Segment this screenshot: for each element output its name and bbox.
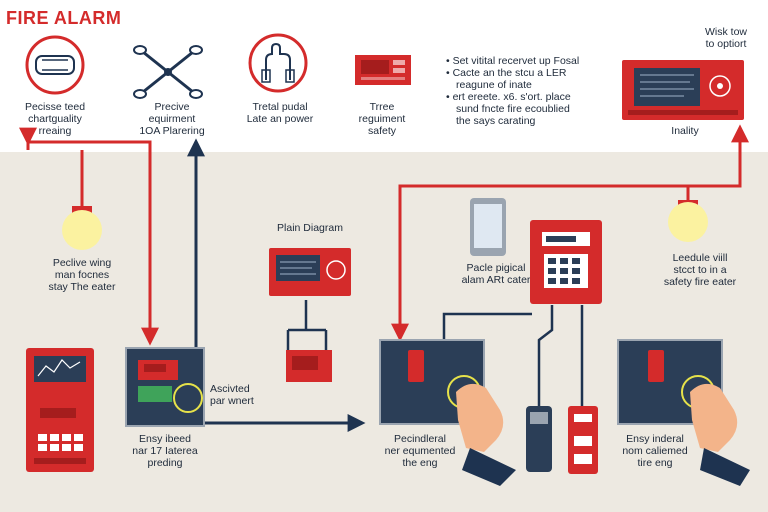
- caption-line: Pacle pigical: [466, 262, 526, 274]
- alarm-panel-icon: [355, 55, 411, 85]
- navy-connector-remote: [537, 305, 554, 408]
- caption-line: tire eng: [637, 457, 673, 469]
- panel-caption: Wisk tow to optiort: [690, 26, 762, 50]
- caption-line: the eng: [402, 457, 438, 469]
- caption-line: Late an power: [246, 113, 314, 125]
- caption-leedule-viill: Leedule viill stcct to in a safety fire …: [640, 252, 760, 288]
- caption-peclive-wing: Peclive wing man focnes stay The eater: [22, 257, 142, 293]
- lower-background: [0, 152, 768, 512]
- caption-trree-requirement: Trree reguiment safety: [340, 101, 424, 137]
- caption-line: alam ARt cater: [461, 274, 531, 286]
- caption-line: man focnes: [54, 269, 110, 281]
- panel-label: Inality: [671, 125, 699, 137]
- caption-tretal-pudal: Tretal pudal Late an power: [230, 101, 330, 125]
- caption-line: stcct to in a: [673, 264, 727, 276]
- caption-line: Peclive wing: [52, 257, 112, 269]
- caption-line: equirment: [148, 113, 196, 125]
- caption-line: Ensy inderal: [626, 433, 684, 445]
- hand-press-icon: [617, 339, 750, 486]
- caption-ensy-ibeed: Ensy ibeed nar 17 Iaterea preding: [110, 433, 220, 469]
- central-alarm-panel-icon: [530, 220, 602, 304]
- caption-line: rreaing: [38, 125, 72, 137]
- fire-panel-cabinet-icon: [26, 348, 94, 472]
- smartphone-icon: [470, 198, 506, 256]
- caption-line: Ensy ibeed: [139, 433, 191, 445]
- caption-line: reguiment: [358, 113, 406, 125]
- hand-press-icon: [379, 339, 516, 486]
- caption-line: safety fire eater: [663, 276, 737, 288]
- caption-line: Precive: [154, 101, 190, 113]
- red-connector-left: [28, 140, 152, 342]
- caption-line: Leedule viill: [672, 252, 728, 264]
- caption-precive-equipment: Precive equirment 1OA Plarering: [122, 101, 222, 137]
- bullet-item: sund fncte fire ecoublied: [456, 103, 570, 115]
- crossed-tools-icon: [133, 45, 203, 99]
- bullet-item: • ert ereete. x6. s'ort. place: [446, 91, 571, 103]
- page-title: FIRE ALARM: [6, 8, 122, 28]
- red-connector-right: [398, 128, 742, 330]
- bulb-icon: [668, 200, 708, 242]
- caption-line: Trree: [369, 101, 395, 113]
- caption-ensy-inderal: Ensy inderal nom caliemed tire eng: [600, 433, 710, 469]
- caption-line: to optiort: [705, 38, 747, 50]
- caption-line: nom caliemed: [622, 445, 688, 457]
- caption-line: Pecindleral: [394, 433, 446, 445]
- bulb-icon: [62, 206, 102, 250]
- bullet-list: • Set vitital recervet up Fosal • Cacte …: [446, 55, 579, 127]
- caption-line: Wisk tow: [705, 26, 747, 38]
- caption-line: Pecisse teed: [24, 101, 86, 113]
- caption-line: stay The eater: [48, 281, 116, 293]
- caption-line: Tretal pudal: [252, 101, 308, 113]
- caption-activated: Ascivted par wnert: [210, 383, 290, 407]
- caption-line: 1OA Plarering: [139, 125, 205, 137]
- bullet-item: reagune of inate: [456, 79, 532, 91]
- remote-device-icon: [526, 406, 552, 472]
- navy-connector-pacle: [442, 312, 532, 340]
- bullet-item: the says carating: [456, 115, 536, 127]
- caption-line: Ascivted: [210, 383, 250, 395]
- caption-line: preding: [147, 457, 183, 469]
- plan-panel-icon: [269, 248, 351, 382]
- fire-extinguisher-icon: [25, 35, 85, 95]
- caption-precise-teed: Pecisse teed chartguality rreaing: [10, 101, 100, 137]
- caption-pacle-pigical: Pacle pigical alam ARt cater: [440, 262, 552, 286]
- caption-line: safety: [367, 125, 396, 137]
- hand-icon: [248, 33, 308, 93]
- caption-line: ner equmented: [384, 445, 456, 457]
- caption-line: chartguality: [28, 113, 82, 125]
- bullet-item: • Set vitital recervet up Fosal: [446, 55, 580, 67]
- bullet-item: • Cacte an the stcu a LER: [446, 67, 567, 79]
- caption-line: par wnert: [210, 395, 254, 407]
- caption-line: nar 17 Iaterea: [132, 445, 198, 457]
- caption-plain-diagram: Plain Diagram: [277, 222, 343, 234]
- activated-unit-icon: [125, 347, 205, 427]
- manual-call-station-icon: [568, 406, 598, 474]
- control-panel-icon: [622, 60, 744, 120]
- caption-pecindleral: Pecindleral ner equmented the eng: [365, 433, 475, 469]
